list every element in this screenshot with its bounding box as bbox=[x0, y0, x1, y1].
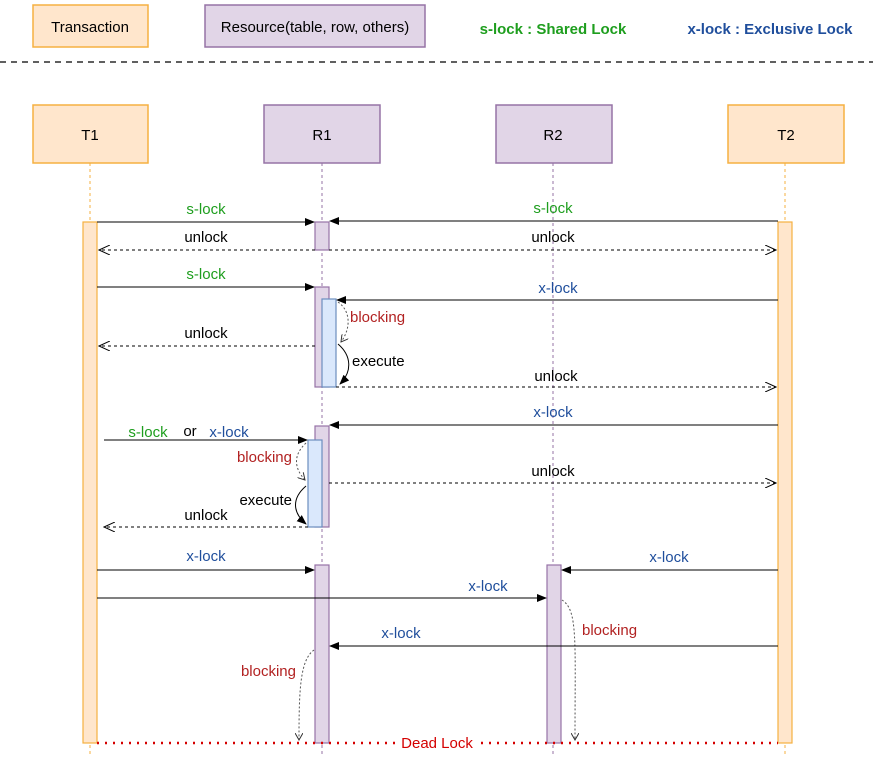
msg-label-t1-s-lock-1: s-lock bbox=[186, 201, 226, 218]
msg-label-t2-x-lock-1: x-lock bbox=[538, 280, 578, 297]
msg-label-x-lock-3: x-lock bbox=[209, 424, 249, 441]
blocking-curve-r1 bbox=[299, 649, 315, 740]
messages: s-lock s-lock unlock unlock s-lock x-loc… bbox=[97, 200, 778, 752]
msg-label-unlock-5: unlock bbox=[531, 463, 575, 480]
activation-t1 bbox=[82, 221, 98, 744]
msg-label-t1-s-lock-2: s-lock bbox=[186, 266, 226, 283]
legend-x-lock-definition: x-lock : Exclusive Lock bbox=[687, 21, 853, 38]
blocking-curve-1 bbox=[337, 301, 349, 342]
activation-r1-a bbox=[314, 221, 330, 251]
msg-label-t2-x-lock-r2: x-lock bbox=[649, 549, 689, 566]
activation-r2 bbox=[546, 564, 562, 744]
activations bbox=[82, 221, 793, 744]
participant-r1-label: R1 bbox=[312, 127, 331, 144]
msg-label-or: or bbox=[183, 423, 196, 440]
msg-label-unlock-6: unlock bbox=[184, 507, 228, 524]
participant-r2-box bbox=[495, 104, 613, 164]
activation-t2 bbox=[777, 221, 793, 744]
participant-t2-box bbox=[727, 104, 845, 164]
msg-label-t2-x-lock-2: x-lock bbox=[533, 404, 573, 421]
msg-label-unlock-3: unlock bbox=[184, 325, 228, 342]
legend-s-lock-definition: s-lock : Shared Lock bbox=[480, 21, 627, 38]
msg-label-t1-x-lock-4: x-lock bbox=[186, 548, 226, 565]
legend-transaction-box bbox=[32, 4, 149, 48]
participant-r1-box bbox=[263, 104, 381, 164]
legend-resource-label: Resource(table, row, others) bbox=[221, 19, 409, 36]
msg-label-execute-1: execute bbox=[352, 353, 405, 370]
blocking-curve-2 bbox=[296, 442, 307, 480]
msg-label-blocking-1: blocking bbox=[350, 309, 405, 326]
activation-r1-b-exec bbox=[321, 298, 337, 388]
lifelines bbox=[89, 163, 786, 755]
msg-label-s-lock-3: s-lock bbox=[128, 424, 168, 441]
legend: Transaction Resource(table, row, others)… bbox=[32, 4, 853, 48]
msg-label-blocking-2: blocking bbox=[237, 449, 292, 466]
msg-label-unlock-1: unlock bbox=[184, 229, 228, 246]
participants: T1 R1 R2 T2 bbox=[32, 104, 845, 164]
legend-transaction-label: Transaction bbox=[51, 19, 129, 36]
msg-label-unlock-2: unlock bbox=[531, 229, 575, 246]
msg-label-unlock-4: unlock bbox=[534, 368, 578, 385]
msg-label-t2-s-lock-1: s-lock bbox=[533, 200, 573, 217]
participant-t2-label: T2 bbox=[777, 127, 795, 144]
activation-r1-c-exec bbox=[307, 439, 323, 528]
participant-t1-label: T1 bbox=[81, 127, 99, 144]
msg-label-execute-2: execute bbox=[239, 492, 292, 509]
msg-label-t2-x-lock-4: x-lock bbox=[381, 625, 421, 642]
legend-resource-box bbox=[204, 4, 426, 48]
deadlock-label-bg bbox=[395, 734, 479, 752]
execute-curve-1 bbox=[337, 343, 350, 385]
participant-t1-box bbox=[32, 104, 149, 164]
msg-label-blocking-r2: blocking bbox=[582, 622, 637, 639]
participant-r2-label: R2 bbox=[543, 127, 562, 144]
msg-label-t1-x-lock-r2: x-lock bbox=[468, 578, 508, 595]
blocking-curve-r2 bbox=[561, 599, 575, 740]
deadlock-label: Dead Lock bbox=[401, 735, 473, 752]
msg-label-blocking-r1: blocking bbox=[241, 663, 296, 680]
activation-r1-d bbox=[314, 564, 330, 744]
execute-curve-2 bbox=[295, 485, 307, 525]
